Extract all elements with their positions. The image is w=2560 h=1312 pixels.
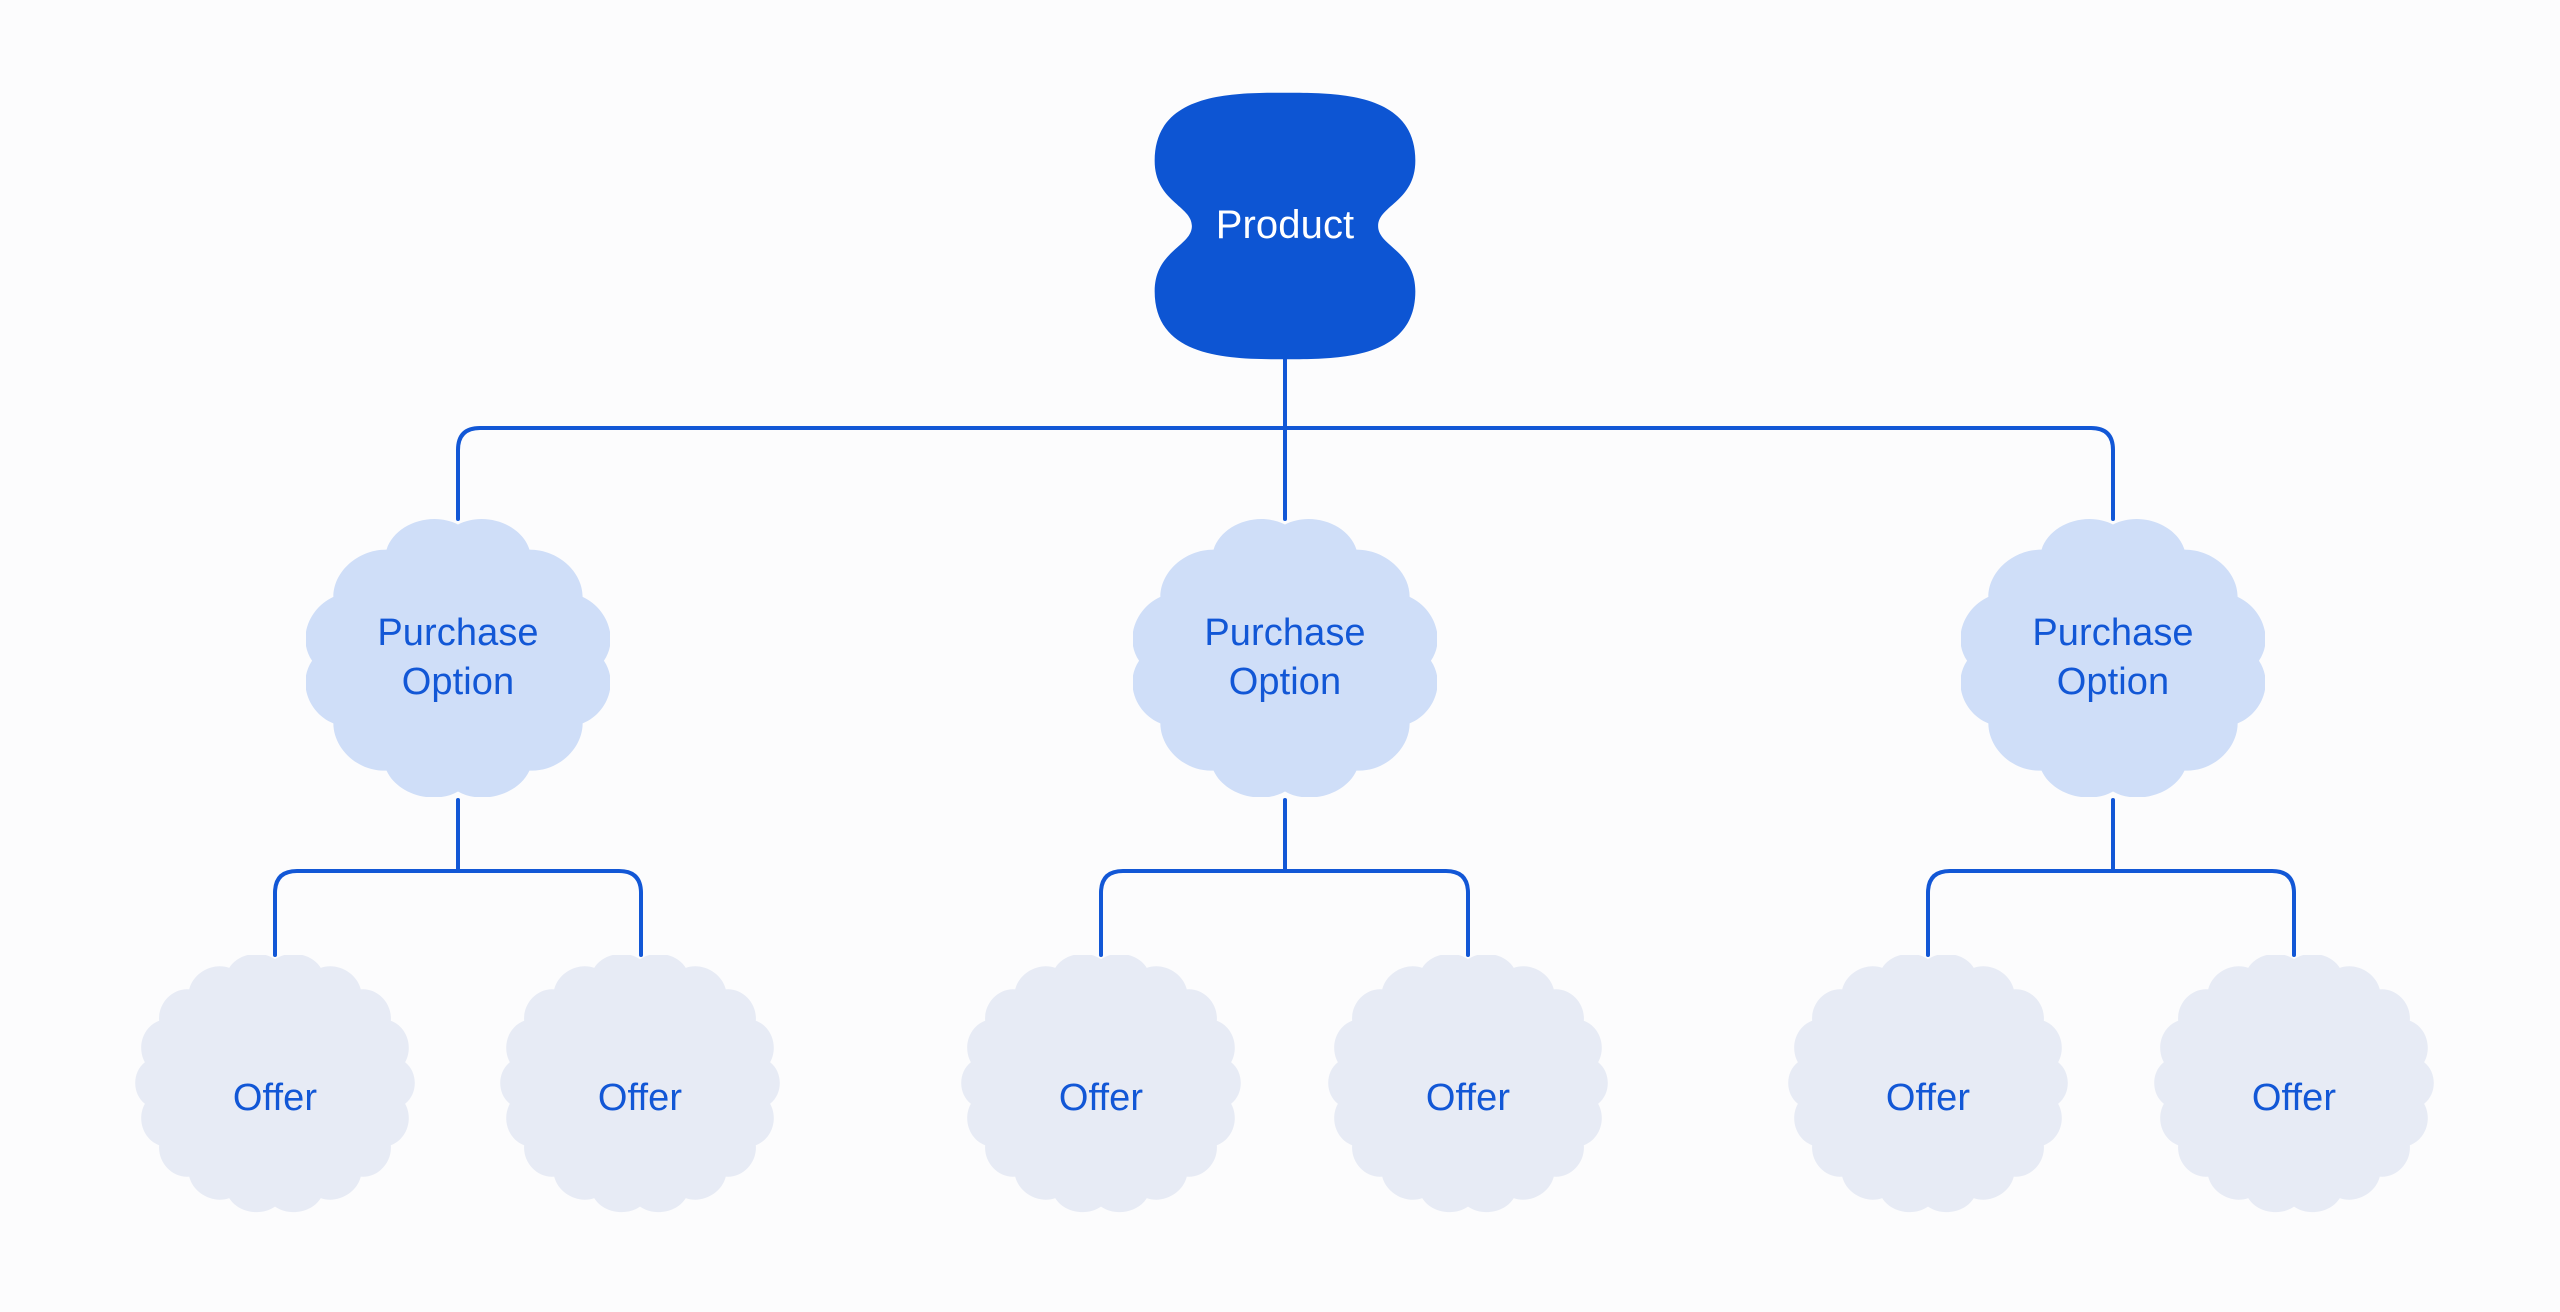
- purchase-option-blob-shape: [1961, 519, 2265, 797]
- node-offer-5[interactable]: Offer: [1785, 955, 2071, 1241]
- node-offer-4[interactable]: Offer: [1325, 955, 1611, 1241]
- node-product-label: Product: [1215, 203, 1355, 248]
- node-offer-1[interactable]: Offer: [132, 955, 418, 1241]
- edge-bus-group2: [1099, 869, 1470, 957]
- node-purchase-option-label: Purchase Option: [2032, 612, 2194, 703]
- edge-bus-group3: [1926, 869, 2296, 957]
- product-blob-shape: [1154, 92, 1416, 360]
- node-offer-label: Offer: [232, 1076, 318, 1119]
- node-offer-label: Offer: [1425, 1076, 1511, 1119]
- node-offer-label: Offer: [597, 1076, 683, 1119]
- purchase-option-blob-shape: [306, 519, 610, 797]
- node-offer-label: Offer: [2251, 1076, 2337, 1119]
- node-offer-2[interactable]: Offer: [497, 955, 783, 1241]
- offer-blob-shape: [2154, 955, 2434, 1213]
- node-purchase-option-label: Purchase Option: [377, 612, 539, 703]
- node-purchase-option-label: Purchase Option: [1204, 612, 1366, 703]
- node-product[interactable]: Product: [1152, 90, 1418, 362]
- node-offer-6[interactable]: Offer: [2151, 955, 2437, 1241]
- offer-blob-shape: [1788, 955, 2068, 1213]
- node-purchase-option-2[interactable]: Purchase Option: [1133, 519, 1437, 797]
- node-purchase-option-3[interactable]: Purchase Option: [1961, 519, 2265, 797]
- edge-bus-group1: [273, 869, 643, 957]
- node-purchase-option-1[interactable]: Purchase Option: [306, 519, 610, 797]
- offer-blob-shape: [961, 955, 1241, 1213]
- purchase-option-blob-shape: [1133, 519, 1437, 797]
- offer-blob-shape: [500, 955, 780, 1213]
- node-offer-label: Offer: [1058, 1076, 1144, 1119]
- offer-blob-shape: [1328, 955, 1608, 1213]
- offer-blob-shape: [135, 955, 415, 1213]
- node-offer-3[interactable]: Offer: [958, 955, 1244, 1241]
- node-offer-label: Offer: [1885, 1076, 1971, 1119]
